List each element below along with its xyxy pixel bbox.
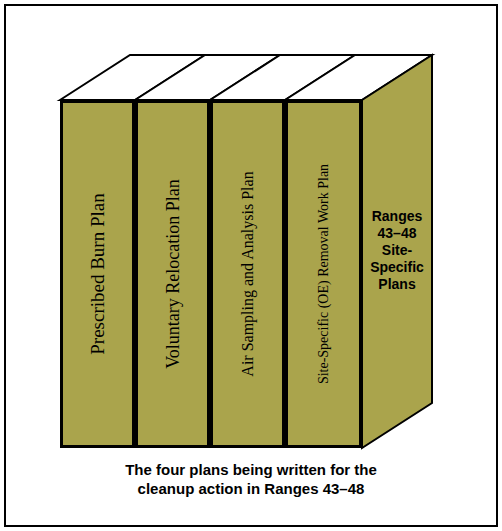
book-spine: Voluntary Relocation Plan [135, 100, 210, 448]
outer-frame [5, 5, 497, 526]
spine-title: Site-Specific (OE) Removal Work Plan [316, 164, 332, 384]
spine-title: Air Sampling and Analysis Plan [239, 171, 257, 376]
book-spine: Prescribed Burn Plan [60, 100, 135, 448]
book-spine: Site-Specific (OE) Removal Work Plan [285, 100, 362, 448]
spine-title: Prescribed Burn Plan [87, 193, 109, 354]
spine-title: Voluntary Relocation Plan [162, 179, 183, 369]
book-side-face [362, 55, 432, 448]
side-title: Ranges 43–48 Site-Specific Plans [366, 208, 428, 293]
book-side-label: Ranges 43–48 Site-Specific Plans [362, 150, 432, 350]
book-spine: Air Sampling and Analysis Plan [210, 100, 285, 448]
figure-caption: The four plans being written for the cle… [101, 460, 401, 498]
